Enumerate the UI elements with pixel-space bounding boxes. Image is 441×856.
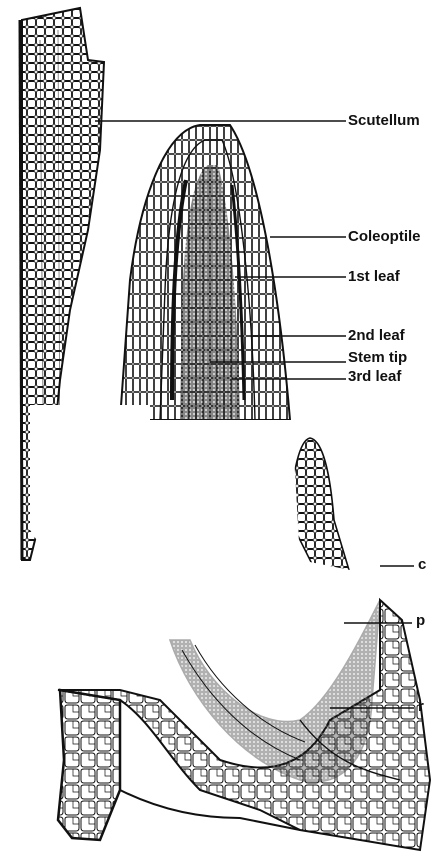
coleoptile-tissue [120,125,290,420]
label-c: c [418,557,426,573]
label-third-leaf: 3rd leaf [348,369,401,385]
label-first-leaf: 1st leaf [348,269,400,285]
label-p: p [416,613,425,629]
label-second-leaf: 2nd leaf [348,328,405,344]
white-region [30,405,402,690]
label-scutellum: Scutellum [348,113,420,129]
label-r: r [418,699,424,715]
label-stem-tip: Stem tip [348,350,407,366]
label-coleoptile: Coleoptile [348,229,421,245]
